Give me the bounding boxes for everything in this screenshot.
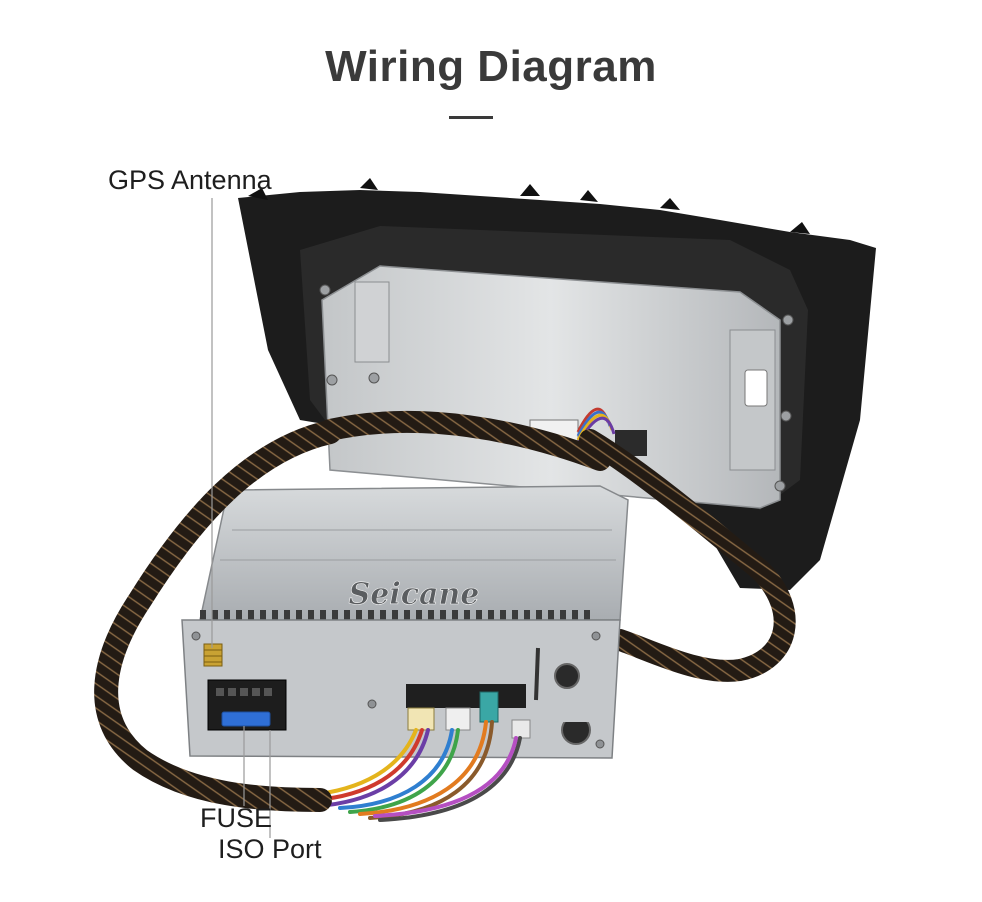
av-connectors: [406, 647, 540, 739]
harness-cable-front: [94, 420, 342, 812]
page-title: Wiring Diagram: [325, 42, 657, 91]
antenna-port-1: [554, 663, 580, 689]
label-iso-port: ISO Port: [218, 834, 322, 864]
iso-connector-block: [207, 679, 287, 731]
wire-bundle: [308, 720, 522, 822]
title-underline: [449, 116, 493, 119]
label-fuse: FUSE: [200, 803, 273, 833]
gps-connector: [203, 643, 223, 667]
brand-logo: Seicane: [349, 577, 480, 612]
lcd-back-panel: [319, 265, 794, 509]
head-unit-chassis: Seicane: [181, 485, 629, 759]
harness-cable-back: [319, 410, 796, 682]
label-gps-antenna: GPS Antenna: [108, 165, 272, 195]
